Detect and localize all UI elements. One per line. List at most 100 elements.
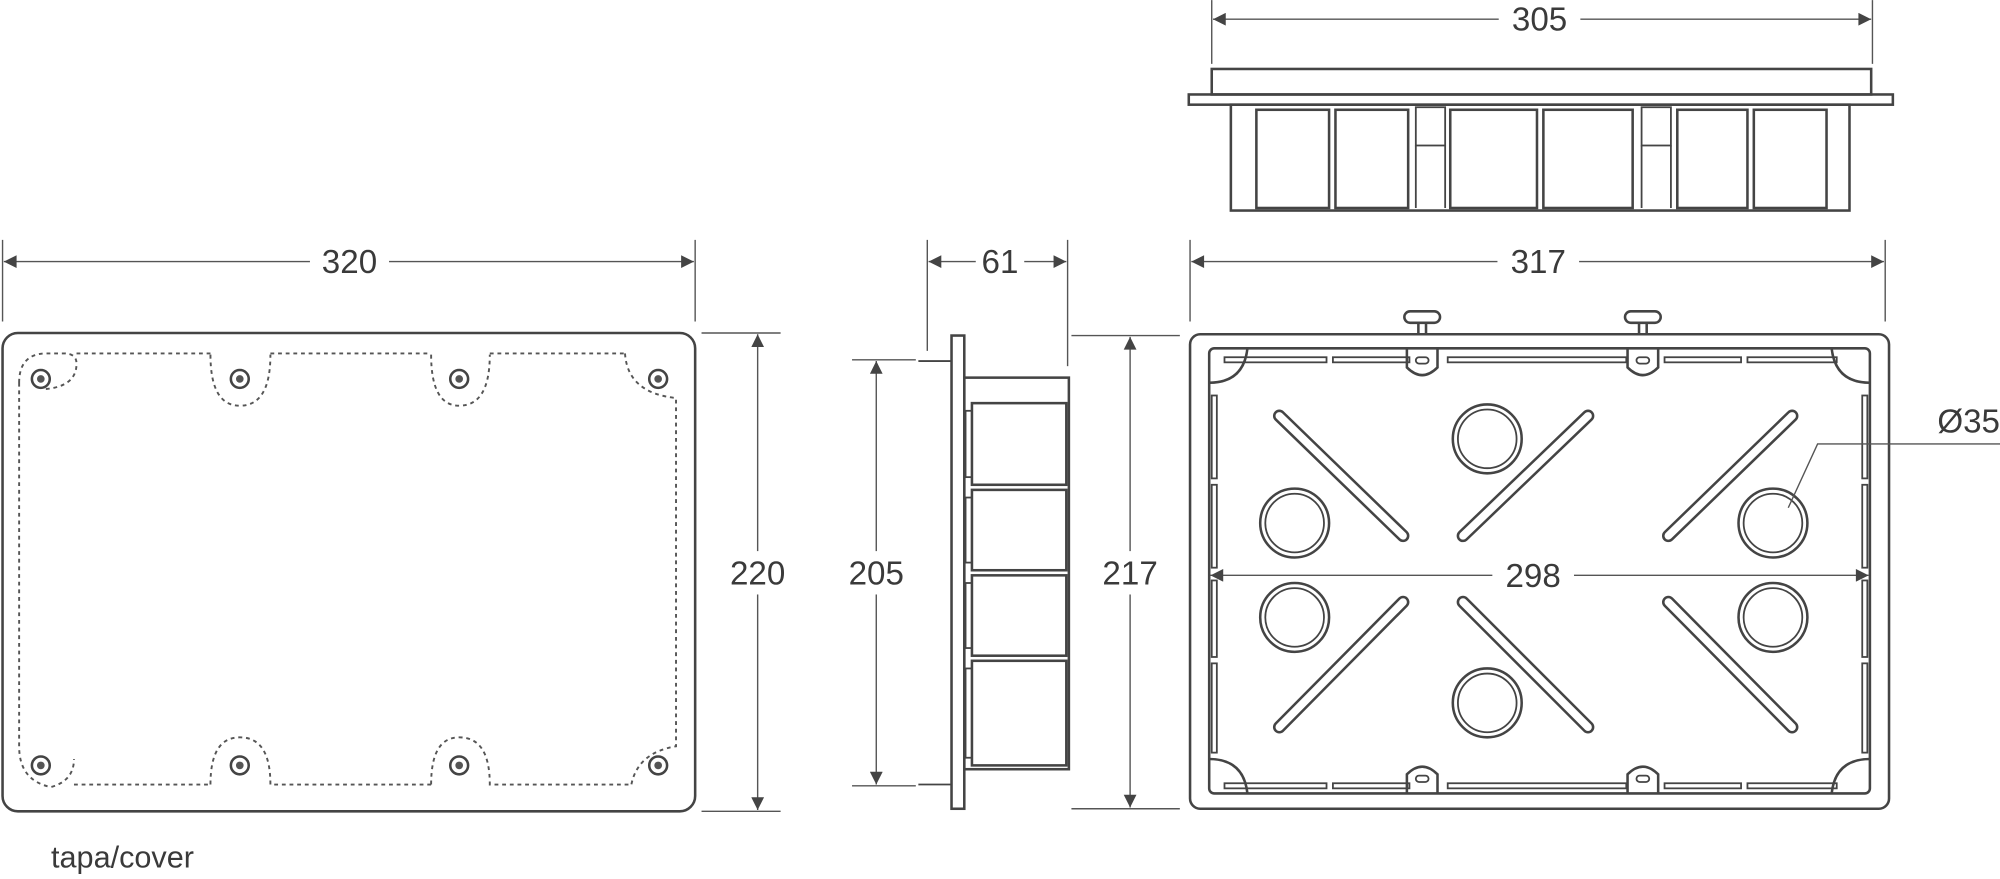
dim-320-label: 320 — [322, 244, 377, 281]
knockout-hole — [1451, 667, 1523, 739]
top-body — [1229, 103, 1851, 212]
hole-diameter-leader — [1787, 443, 2000, 509]
screw-center — [36, 761, 45, 770]
t-tab — [1623, 310, 1662, 325]
clip-slot — [1414, 356, 1430, 365]
top-post — [1640, 106, 1672, 147]
cover-outline — [1, 331, 697, 813]
top-compartment — [1752, 108, 1828, 210]
wall-slot — [1446, 782, 1628, 790]
screw-icon — [647, 755, 669, 776]
wall-slot — [1446, 356, 1628, 364]
wall-slot — [1861, 394, 1869, 480]
clip-icon — [1626, 765, 1660, 794]
screw-icon — [229, 755, 250, 776]
wall-slot — [1746, 782, 1838, 790]
dim-220-label: 220 — [730, 555, 785, 592]
side-compartment — [970, 401, 1068, 487]
screw-icon — [30, 755, 52, 776]
rib-slot-inner — [1275, 598, 1407, 731]
wall-slot — [1210, 662, 1218, 754]
wall-slot — [1223, 782, 1328, 790]
side-tab — [964, 409, 973, 479]
cover-caption: tapa/cover — [51, 840, 194, 874]
knockout-hole-inner — [1457, 408, 1518, 470]
top-view: 305 — [1187, 0, 1895, 212]
knockout-hole — [1258, 487, 1331, 559]
side-tab — [964, 667, 973, 759]
screw-center — [455, 375, 464, 383]
corner-boss — [1830, 348, 1870, 385]
cover-view: 320 220 tapa/cover — [1, 239, 796, 874]
side-compartment — [970, 488, 1068, 572]
knockout-hole — [1451, 403, 1523, 475]
screw-center — [36, 375, 45, 383]
knockout-hole-inner — [1264, 587, 1325, 648]
side-flange — [950, 334, 966, 811]
wall-slot — [1332, 356, 1411, 364]
front-view: 317 298 Ø35 — [1188, 239, 2000, 811]
dim-317-label: 317 — [1511, 244, 1566, 281]
knockout-hole — [1737, 487, 1809, 559]
side-tab — [964, 582, 973, 649]
knockout-hole-inner — [1457, 672, 1518, 734]
side-body — [963, 376, 1071, 771]
dim-298-label: 298 — [1505, 558, 1560, 595]
top-compartment — [1676, 108, 1749, 210]
screw-center — [235, 761, 244, 770]
wall-slot — [1663, 782, 1742, 790]
screw-center — [654, 761, 662, 770]
side-tab — [964, 496, 973, 564]
top-compartment — [1542, 108, 1634, 210]
wall-slot — [1210, 394, 1218, 480]
wall-slot — [1861, 579, 1869, 658]
top-compartment — [1334, 108, 1410, 210]
screw-center — [235, 375, 244, 383]
side-view: 61 205 217 — [839, 239, 1180, 811]
rib-slot-inner — [1664, 598, 1796, 731]
dim-217-label: 217 — [1102, 555, 1157, 592]
screw-icon — [448, 368, 470, 390]
wall-slot — [1210, 483, 1218, 569]
screw-icon — [647, 368, 669, 390]
wall-slot — [1861, 662, 1869, 754]
clip-icon — [1405, 765, 1439, 794]
screw-center — [654, 375, 662, 383]
knockout-hole-inner — [1742, 587, 1804, 648]
side-compartment — [970, 574, 1068, 657]
screw-icon — [30, 368, 52, 390]
wall-slot — [1861, 483, 1869, 569]
rib-slot-inner — [1275, 412, 1407, 540]
top-compartment — [1255, 108, 1331, 210]
corner-boss — [1209, 348, 1249, 385]
clip-slot — [1635, 356, 1651, 365]
clip-slot — [1635, 774, 1651, 783]
rib-slot-inner — [1459, 598, 1592, 731]
top-lid — [1210, 67, 1873, 96]
front-outer — [1188, 332, 1891, 811]
top-post — [1414, 106, 1447, 147]
screw-center — [455, 761, 464, 770]
front-inner — [1207, 347, 1872, 795]
screw-icon — [448, 755, 470, 776]
cover-dashed-outline — [18, 352, 677, 789]
t-tab — [1403, 310, 1442, 325]
wall-slot — [1332, 782, 1411, 790]
wall-slot — [1210, 579, 1218, 658]
top-compartment — [1448, 108, 1539, 210]
dim-61-label: 61 — [982, 244, 1019, 281]
wall-slot — [1746, 356, 1838, 364]
dim-205-label: 205 — [849, 555, 904, 592]
knockout-hole-inner — [1264, 492, 1325, 554]
screw-icon — [229, 368, 250, 390]
knockout-hole — [1258, 581, 1331, 654]
clip-icon — [1626, 348, 1660, 377]
corner-boss — [1209, 757, 1249, 794]
top-flange — [1187, 93, 1895, 106]
knockout-hole — [1737, 581, 1809, 654]
rib-slot-inner — [1664, 412, 1796, 540]
clip-icon — [1405, 348, 1439, 377]
corner-boss — [1830, 757, 1870, 794]
rib-slot-inner — [1459, 412, 1592, 540]
